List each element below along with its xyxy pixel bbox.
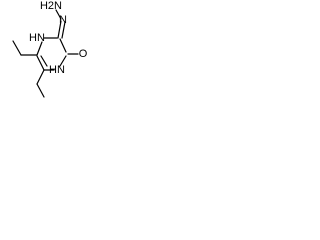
atom-label-o: O — [79, 48, 88, 60]
bond-c6-ethyl-ch2 — [36, 69, 45, 85]
bond-c3-n-second — [61, 21, 66, 39]
bond-c5-nh-top — [36, 41, 43, 56]
bond-c3-c2 — [59, 38, 67, 53]
bond-c2-nh-bottom — [59, 55, 67, 67]
bonds — [12, 9, 79, 98]
bond-n-n — [55, 9, 62, 20]
atom-label-hn-top: HN — [29, 32, 45, 44]
bond-ethyl1-ch3 — [12, 40, 22, 56]
atom-label-hn-bottom: HN — [49, 64, 65, 76]
bond-c6-c5-second — [40, 55, 48, 67]
atom-label-h2n: H2N — [40, 0, 62, 12]
bond-ethyl2-ch3 — [36, 83, 45, 98]
bond-c6-c5 — [36, 55, 45, 71]
bond-c3-n — [57, 20, 62, 39]
atom-label-n: N — [59, 14, 67, 26]
chemical-structure: H2N N HN HN O — [12, 0, 88, 98]
atom-labels: H2N N HN HN O — [29, 0, 88, 76]
